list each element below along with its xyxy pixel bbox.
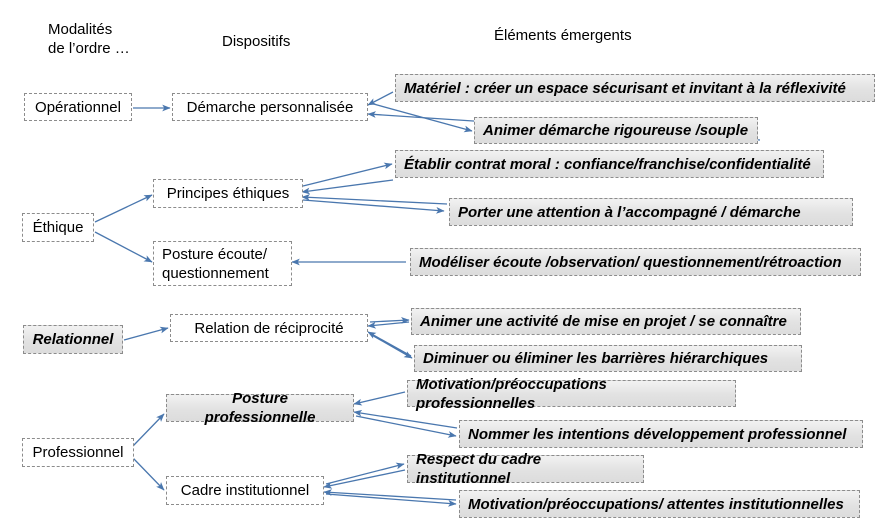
node-modeliser-ecoute-label: Modéliser écoute /observation/ questionn… [419,253,842,271]
node-materiel[interactable]: Matériel : créer un espace sécurisant et… [395,74,875,102]
node-operationnel[interactable]: Opérationnel [24,93,132,121]
node-animer-demarche[interactable]: Animer démarche rigoureuse /souple [474,117,758,144]
header-modalites: Modalités de l’ordre … [48,21,130,57]
edge-professionnel-posture [132,413,165,447]
header-elements: Éléments émergents [494,27,632,44]
node-principes-ethiques[interactable]: Principes éthiques [153,179,303,208]
node-relation-reciprocite[interactable]: Relation de réciprocité [170,314,368,342]
node-respect-cadre[interactable]: Respect du cadre institutionnel [407,451,644,487]
edge-respect-cadre [323,469,406,489]
node-modeliser-ecoute[interactable]: Modéliser écoute /observation/ questionn… [410,248,861,276]
node-cadre-institutionnel-label: Cadre institutionnel [180,482,310,499]
node-motivation-professionnelles[interactable]: Motivation/préoccupations professionnell… [407,376,736,412]
node-professionnel-label: Professionnel [32,444,124,461]
edge-motivationpro-posture [353,391,406,406]
edge-porter-principes [301,194,448,205]
node-ethique[interactable]: Éthique [22,213,94,242]
node-motivation-professionnelles-label: Motivation/préoccupations professionnell… [416,375,607,412]
node-principes-ethiques-label: Principes éthiques [166,185,290,202]
node-nommer-intentions[interactable]: Nommer les intentions développement prof… [459,420,863,448]
edge-materiel-demarche [367,91,394,106]
node-relation-reciprocite-label: Relation de réciprocité [194,319,344,337]
node-respect-cadre-label: Respect du cadre institutionnel [416,451,542,487]
node-animer-activite[interactable]: Animer une activité de mise en projet / … [411,308,801,335]
node-ethique-label: Éthique [32,219,84,236]
node-diminuer-barrieres[interactable]: Diminuer ou éliminer les barrières hiéra… [414,345,802,372]
node-etablir-contrat-label: Établir contrat moral : confiance/franch… [404,155,811,173]
node-motivation-institutionnelles[interactable]: Motivation/préoccupations/ attentes inst… [459,490,860,518]
node-posture-professionnelle-label: Posture professionnelle [204,390,316,426]
node-nommer-intentions-label: Nommer les intentions développement prof… [468,425,847,443]
edge-relationnel-relation [123,326,169,341]
edge-relation-diminuer [369,333,413,359]
node-relationnel[interactable]: Relationnel [23,325,123,354]
node-animer-demarche-label: Animer démarche rigoureuse /souple [483,122,749,139]
node-operationnel-label: Opérationnel [35,98,121,116]
edge-professionnel-cadre [132,457,165,491]
node-posture-professionnelle[interactable]: Posture professionnelle [166,390,354,426]
edge-demarche-animer [369,102,473,133]
node-posture-ecoute-label: Posture écoute/ questionnement [162,245,269,282]
edge-contrat-principes [301,179,394,195]
edge-animer-relation [367,321,410,329]
node-posture-ecoute[interactable]: Posture écoute/ questionnement [153,241,292,286]
edge-diminuer-relation [367,331,412,357]
node-etablir-contrat[interactable]: Établir contrat moral : confiance/franch… [395,150,824,178]
edge-motivationinst-cadre [323,489,457,501]
node-porter-attention[interactable]: Porter une attention à l’accompagné / dé… [449,198,853,226]
edge-cadre-respect [325,462,405,485]
node-porter-attention-label: Porter une attention à l’accompagné / dé… [458,203,801,221]
header-dispositifs: Dispositifs [222,33,291,50]
node-demarche-personnalisee-label: Démarche personnalisée [186,98,354,116]
edge-posture-nommer [355,415,457,438]
node-cadre-institutionnel[interactable]: Cadre institutionnel [166,476,324,505]
edge-ethique-posture [94,231,153,263]
edge-cadre-motivationinst [325,493,457,507]
node-relationnel-label: Relationnel [32,331,114,348]
node-diminuer-barrieres-label: Diminuer ou éliminer les barrières hiéra… [423,350,769,367]
edge-nommer-posture [353,409,458,429]
node-motivation-institutionnelles-label: Motivation/préoccupations/ attentes inst… [468,495,844,513]
edge-relation-animer [369,317,410,324]
edge-ethique-principes [94,194,153,223]
edge-principes-contrat [302,162,393,187]
node-demarche-personnalisee[interactable]: Démarche personnalisée [172,93,368,121]
node-professionnel[interactable]: Professionnel [22,438,134,467]
node-animer-activite-label: Animer une activité de mise en projet / … [420,313,787,330]
node-materiel-label: Matériel : créer un espace sécurisant et… [404,79,846,97]
edge-principes-porter [302,199,445,214]
